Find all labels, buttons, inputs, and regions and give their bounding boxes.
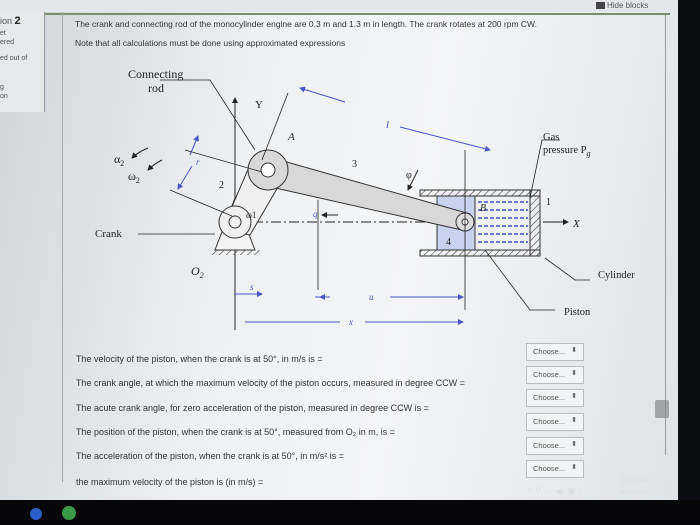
top-bar <box>0 0 678 12</box>
cylinder-wall-top <box>419 189 541 197</box>
label-connecting-rod: rod <box>148 81 164 95</box>
label-y-axis: Y <box>255 99 263 111</box>
label-crank: Crank <box>95 228 122 240</box>
label-l: l <box>386 119 389 131</box>
label-cylinder: Cylinder <box>598 270 635 281</box>
cylinder-wall-bottom <box>419 249 541 257</box>
clock-time[interactable]: 12:00 AM <box>620 478 650 485</box>
screen: Hide blocks ion 2 et ered ed out of g on… <box>0 0 678 500</box>
answer-select-4[interactable]: Choose...⬍ <box>526 413 584 431</box>
answer-select-1[interactable]: Choose...⬍ <box>526 343 584 361</box>
label-link-2: 2 <box>219 180 224 191</box>
select-arrows-icon: ⬍ <box>571 347 577 354</box>
intro-note: Note that all calculations must be done … <box>75 38 346 48</box>
status-text: et <box>0 30 6 37</box>
hide-blocks-label: Hide blocks <box>607 1 649 10</box>
app-icon[interactable] <box>30 508 42 520</box>
utorrent-icon[interactable] <box>62 506 76 520</box>
label-q: q <box>313 209 318 219</box>
label-x: x <box>348 317 353 327</box>
flag-text: on <box>0 93 8 100</box>
cylinder-head <box>529 189 541 257</box>
select-arrows-icon: ⬍ <box>571 441 577 448</box>
divider <box>665 15 666 455</box>
question-3-text: The acute crank angle, for zero accelera… <box>76 403 429 413</box>
monitor-bezel <box>0 500 700 525</box>
scroll-to-top-button[interactable] <box>655 400 669 418</box>
label-phi: φ <box>406 170 412 181</box>
label-point-b: B <box>480 203 486 214</box>
flag-text: g <box>0 84 4 91</box>
gas-pressure-arrows <box>478 201 528 243</box>
label-gas-pressure: pressure Pg <box>543 145 590 158</box>
divider <box>62 12 63 482</box>
question-4-text: The position of the piston, when the cra… <box>76 427 395 437</box>
label-u: u <box>369 292 374 302</box>
slider-crank-diagram: Connecting rod Y A l Gas pressure Pg α2 … <box>95 67 635 330</box>
label-alpha2: α2 <box>114 152 124 168</box>
select-arrows-icon: ⬍ <box>571 417 577 424</box>
label-s: s <box>250 282 254 292</box>
answer-select-5[interactable]: Choose...⬍ <box>526 437 584 455</box>
marks-text: ed out of <box>0 55 28 62</box>
question-2-text: The crank angle, at which the maximum ve… <box>76 378 465 388</box>
label-omega1: ω1 <box>246 210 256 220</box>
question-info: ion 2 et ered ed out of g on <box>0 12 45 112</box>
question-1-text: The velocity of the piston, when the cra… <box>76 354 323 364</box>
label-omega2: ω2 <box>128 169 140 185</box>
answer-select-6[interactable]: Choose...⬍ <box>526 460 584 478</box>
answer-select-2[interactable]: Choose...⬍ <box>526 366 584 384</box>
notification-badge[interactable]: 5 <box>665 482 670 491</box>
question-5-text: The acceleration of the piston, when the… <box>76 451 344 461</box>
tray-icons[interactable]: ^ ⚲ ▭ ◀) ▣ ⫽ <box>528 486 583 496</box>
select-arrows-icon: ⬍ <box>571 393 577 400</box>
hide-blocks-button[interactable]: Hide blocks <box>596 1 648 10</box>
label-link-3: 3 <box>352 159 357 170</box>
ground <box>210 250 260 255</box>
label-o2: O2 <box>191 264 204 280</box>
question-number: ion 2 <box>0 15 21 27</box>
label-point-a: A <box>287 131 295 143</box>
question-6-text: the maximum velocity of the piston is (i… <box>76 477 264 487</box>
label-r: r <box>196 157 200 167</box>
label-connecting-rod: Connecting <box>128 67 183 81</box>
taskbar-tray: ^ ⚲ ▭ ◀) ▣ ⫽ 12:00 AM 4/24/2021 5 <box>500 476 678 500</box>
label-piston: Piston <box>564 307 591 318</box>
select-arrows-icon: ⬍ <box>571 464 577 471</box>
label-gas-pressure: Gas <box>543 132 559 143</box>
label-link-1: 1 <box>546 197 551 208</box>
status-text: ered <box>0 39 15 46</box>
intro-text: The crank and connecting rod of the mono… <box>75 19 537 29</box>
answer-select-3[interactable]: Choose...⬍ <box>526 389 584 407</box>
select-arrows-icon: ⬍ <box>571 370 577 377</box>
label-link-4: 4 <box>446 237 451 248</box>
blocks-icon <box>596 2 605 10</box>
label-x-axis: X <box>572 218 581 230</box>
divider <box>44 13 670 15</box>
clock-date[interactable]: 4/24/2021 <box>620 489 652 496</box>
